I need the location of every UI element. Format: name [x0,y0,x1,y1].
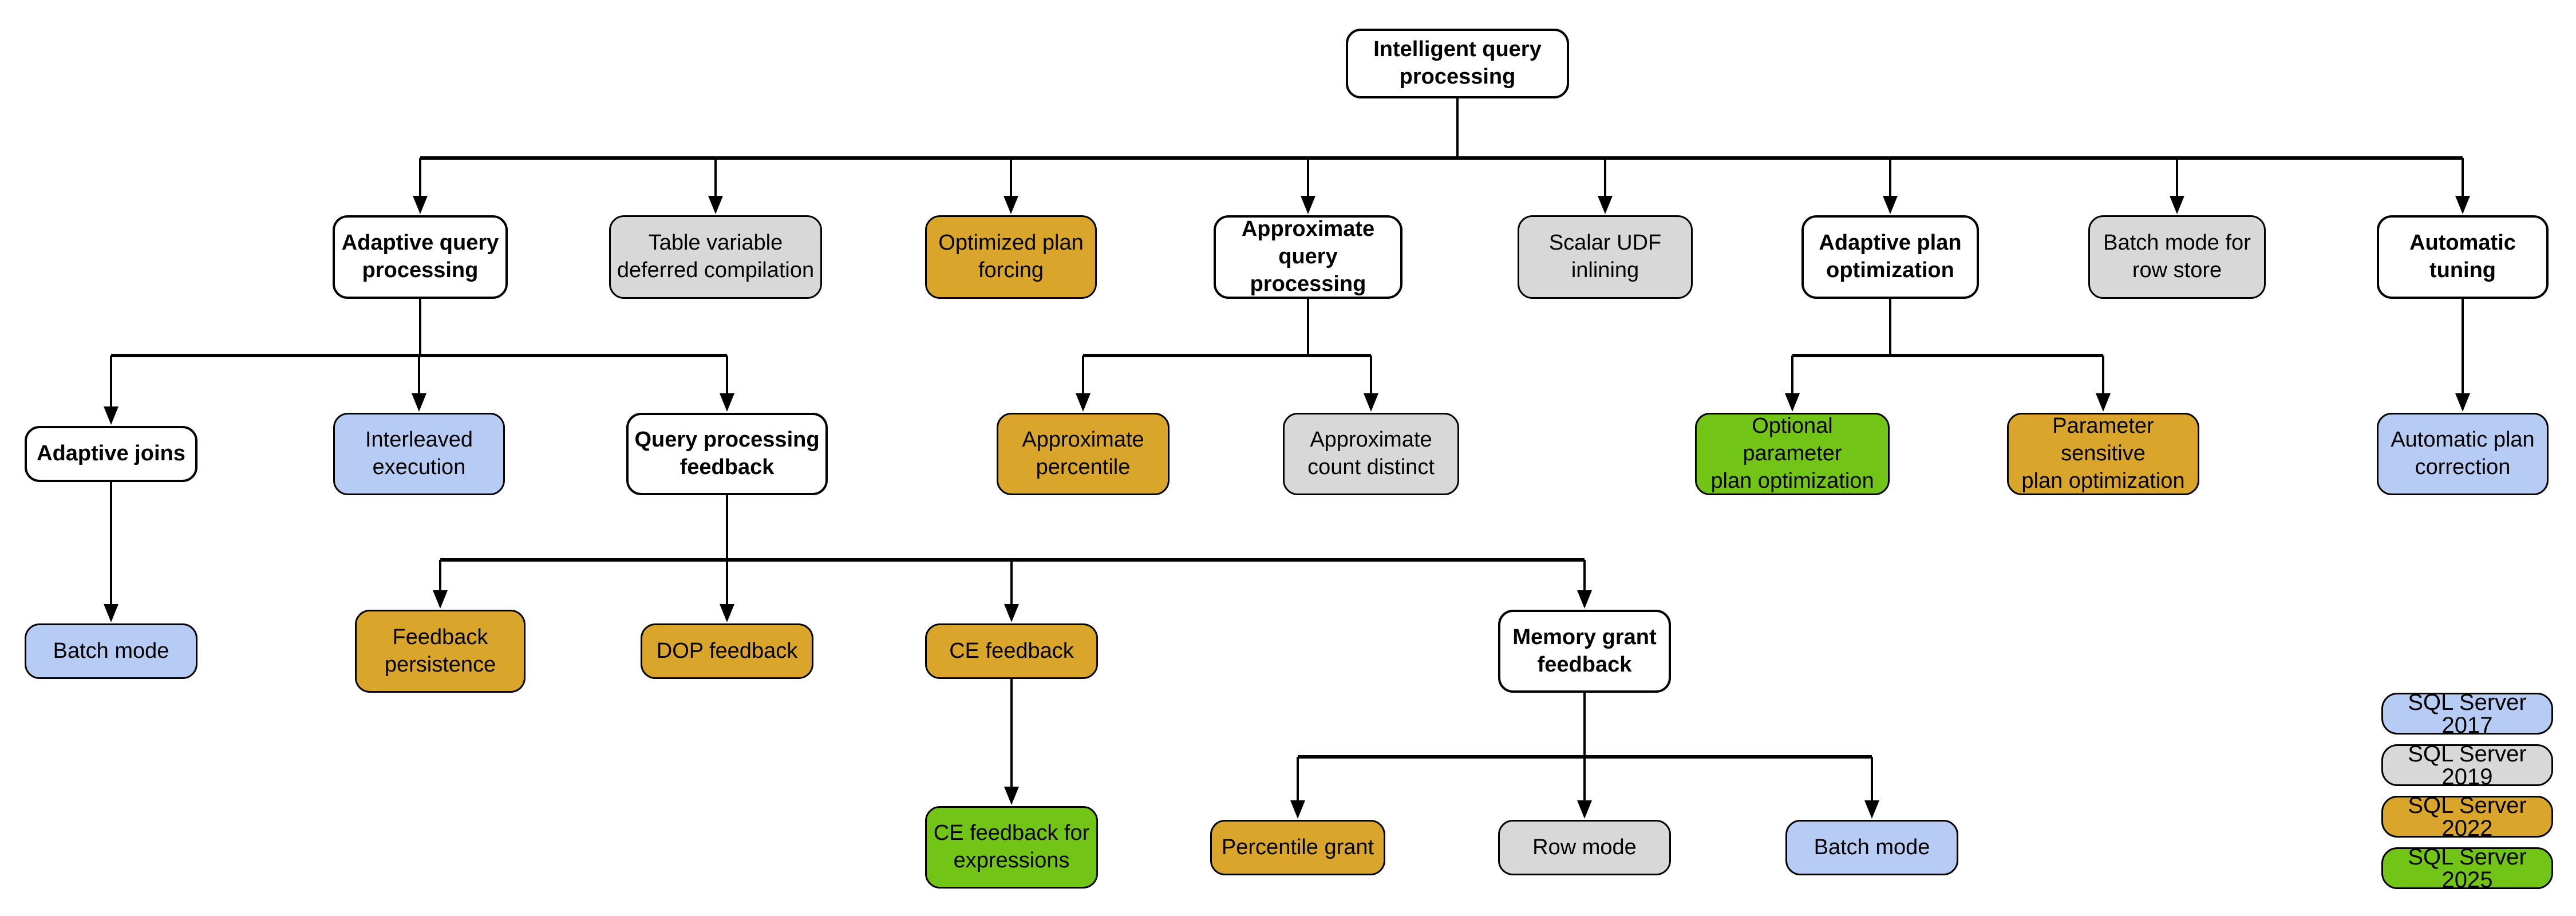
node-ce-feedback-for-expressions: CE feedback for expressions [925,806,1098,889]
arrowhead [720,604,734,622]
arrowhead [1004,787,1019,805]
node-ce-feedback: CE feedback [925,623,1098,679]
node-table-variable-deferred-compilation: Table variable deferred compilation [609,215,822,299]
arrowhead [1301,196,1315,214]
arrowhead [1003,196,1018,214]
arrowhead [413,196,428,214]
arrowhead [1577,800,1592,819]
legend-sql-server-2025: SQL Server 2025 [2381,846,2553,891]
arrowhead [1785,393,1800,412]
node-adaptive-joins: Adaptive joins [25,426,197,482]
legend-sql-server-2019: SQL Server 2019 [2381,743,2553,788]
legend-sql-server-2022: SQL Server 2022 [2381,794,2553,840]
arrowhead [1883,196,1898,214]
node-adaptive-plan-optimization: Adaptive plan optimization [1801,215,1979,299]
arrowhead [2455,393,2470,412]
node-query-processing-feedback: Query processing feedback [626,413,828,495]
arrowhead [2455,196,2470,214]
node-batch-mode-memory-grant: Batch mode [1785,820,1958,875]
arrowhead [1598,196,1613,214]
node-parameter-sensitive-plan-optimization: Parameter sensitive plan optimization [2007,413,2199,495]
arrowhead [708,196,723,214]
node-batch-mode-adaptive-joins: Batch mode [25,623,197,679]
arrowhead [1290,800,1305,819]
node-row-mode: Row mode [1498,820,1671,875]
arrowhead [2096,393,2111,412]
arrowhead [412,393,426,412]
node-adaptive-query-processing: Adaptive query processing [333,215,508,299]
arrowhead [433,590,448,609]
node-optimized-plan-forcing: Optimized plan forcing [925,215,1097,299]
arrowhead [720,393,734,412]
node-approximate-percentile: Approximate percentile [997,413,1170,495]
arrowhead [1864,800,1879,819]
node-feedback-persistence: Feedback persistence [355,610,526,693]
node-optional-parameter-plan-optimization: Optional parameter plan optimization [1695,413,1890,495]
node-approximate-query-processing: Approximate query processing [1214,215,1402,299]
node-batch-mode-for-row-store: Batch mode for row store [2088,215,2266,299]
arrowhead [104,406,118,425]
node-interleaved-execution: Interleaved execution [333,413,505,495]
arrowhead [1076,393,1091,412]
node-dop-feedback: DOP feedback [641,623,813,679]
node-automatic-tuning: Automatic tuning [2377,215,2549,299]
legend-sql-server-2017: SQL Server 2017 [2381,691,2553,737]
node-approximate-count-distinct: Approximate count distinct [1283,413,1459,495]
node-memory-grant-feedback: Memory grant feedback [1498,610,1671,693]
arrowhead [1004,604,1019,622]
arrowhead [104,604,118,622]
arrowhead [1364,393,1378,412]
node-intelligent-query-processing: Intelligent query processing [1346,29,1569,98]
node-scalar-udf-inlining: Scalar UDF inlining [1518,215,1693,299]
arrowhead [2170,196,2184,214]
node-percentile-grant: Percentile grant [1210,820,1385,875]
arrowhead [1577,590,1592,609]
node-automatic-plan-correction: Automatic plan correction [2377,413,2549,495]
